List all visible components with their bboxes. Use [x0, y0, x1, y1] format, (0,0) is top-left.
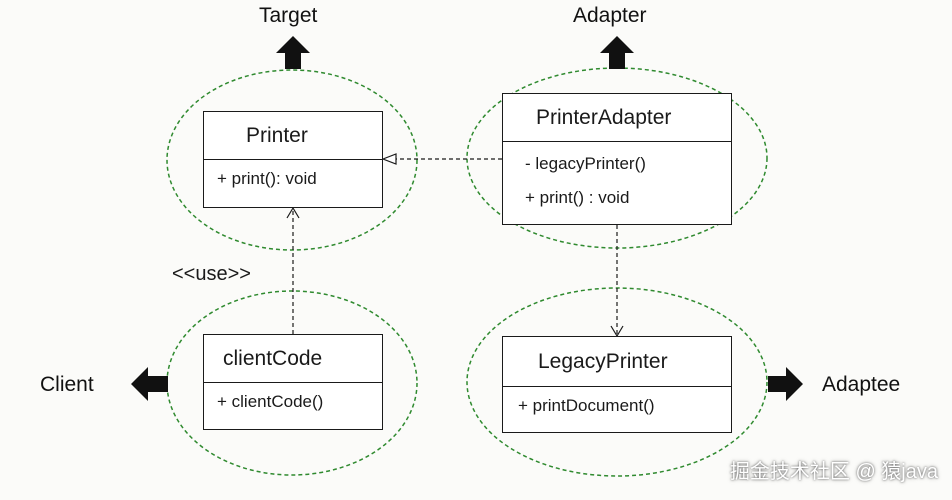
client-code-class-box: clientCode + clientCode() [203, 334, 383, 430]
legacy-printer-method-print-document: + printDocument() [518, 396, 655, 415]
target-group-outline [166, 69, 418, 251]
use-stereotype-label: <<use>> [172, 263, 251, 285]
printer-adapter-method-print: + print() : void [525, 188, 630, 207]
adaptee-right-arrow-icon [768, 367, 803, 401]
adapter-up-arrow-icon [600, 36, 634, 69]
legacy-printer-class-box: LegacyPrinter + printDocument() [502, 336, 732, 433]
client-left-arrow-icon [131, 367, 168, 401]
client-code-members: + clientCode() [204, 383, 382, 419]
watermark-text: 掘金技术社区 @ 猿java [729, 461, 938, 483]
target-up-arrow-icon [276, 36, 310, 69]
legacy-printer-members: + printDocument() [503, 387, 731, 423]
use-arrowhead-icon [286, 206, 300, 219]
legacy-printer-class-name: LegacyPrinter [503, 337, 731, 387]
client-code-method: + clientCode() [217, 392, 324, 411]
adapter-role-label: Adapter [573, 4, 647, 27]
client-role-label: Client [40, 373, 94, 396]
adaptee-role-label: Adaptee [822, 373, 901, 396]
client-code-class-name: clientCode [204, 335, 382, 383]
printer-adapter-members: - legacyPrinter() + print() : void [503, 142, 731, 215]
printer-class-box: Printer + print(): void [203, 111, 383, 208]
printer-members: + print(): void [204, 160, 382, 196]
printer-adapter-class-box: PrinterAdapter - legacyPrinter() + print… [502, 93, 732, 225]
printer-adapter-class-name: PrinterAdapter [503, 94, 731, 142]
printer-class-name: Printer [204, 112, 382, 160]
realization-arrowhead-icon [381, 153, 397, 165]
target-role-label: Target [259, 4, 318, 27]
client-group-outline [166, 290, 418, 476]
printer-method-print: + print(): void [217, 169, 317, 188]
printer-adapter-field-legacy-printer: - legacyPrinter() [525, 154, 646, 173]
